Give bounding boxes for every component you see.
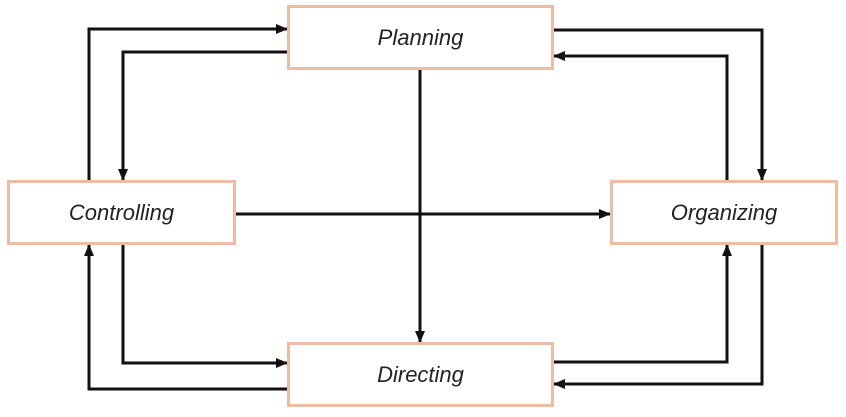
arrow-planning-to-organizing bbox=[554, 28, 767, 181]
planning-node: Planning bbox=[287, 5, 554, 70]
arrow-controlling-to-directing bbox=[121, 245, 288, 368]
controlling-node: Controlling bbox=[7, 180, 236, 245]
controlling-label: Controlling bbox=[68, 199, 175, 225]
arrow-directing-to-organizing bbox=[554, 244, 732, 364]
planning-label: Planning bbox=[377, 24, 464, 50]
arrow-planning-to-controlling bbox=[118, 50, 287, 181]
directing-node: Directing bbox=[287, 342, 554, 407]
organizing-node: Organizing bbox=[610, 180, 838, 245]
directing-label: Directing bbox=[377, 361, 464, 387]
organizing-label: Organizing bbox=[670, 199, 778, 225]
arrow-organizing-to-planning bbox=[553, 51, 729, 180]
arrow-controlling-to-planning bbox=[87, 24, 288, 180]
arrow-directing-to-controlling bbox=[84, 244, 287, 391]
arrow-organizing-to-directing bbox=[553, 245, 764, 389]
